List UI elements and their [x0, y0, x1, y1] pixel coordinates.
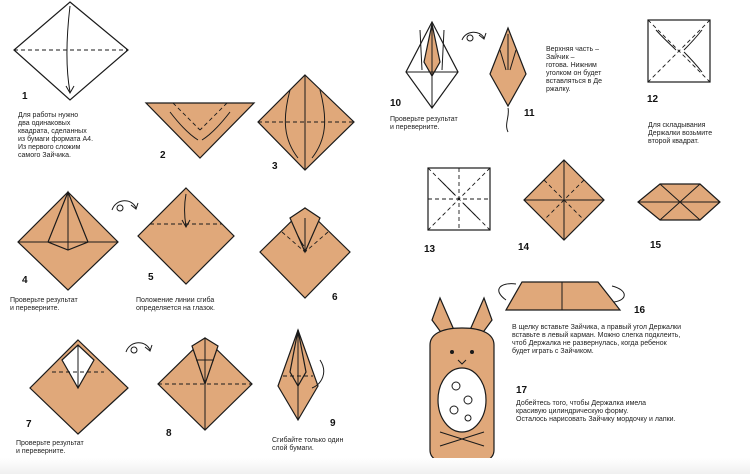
note-step-17: Добейтесь того, чтобы Держалка имела кра…	[516, 400, 676, 423]
step-4-figure	[17, 190, 119, 291]
step-number-5: 5	[148, 272, 154, 283]
step-number-8: 8	[166, 428, 172, 439]
note-step-11: Верхняя часть – Зайчик – готова. Нижним …	[546, 46, 602, 93]
step-number-1: 1	[22, 91, 28, 102]
step-number-2: 2	[160, 150, 166, 161]
turn-over-arrow-icon	[461, 31, 487, 42]
step-3-figure	[257, 74, 355, 171]
step-10-figure	[405, 20, 459, 110]
step-number-13: 13	[424, 244, 436, 255]
step-number-10: 10	[390, 98, 402, 109]
step-1-figure	[13, 1, 129, 101]
step-number-16: 16	[634, 305, 646, 316]
step-17-bunny-figure	[429, 296, 495, 465]
step-number-15: 15	[650, 240, 662, 251]
step-number-12: 12	[647, 94, 659, 105]
step-11-figure	[489, 26, 527, 133]
step-6-figure	[259, 207, 351, 299]
step-7-figure	[29, 339, 129, 435]
step-12-figure	[647, 19, 711, 83]
step-number-11: 11	[524, 108, 535, 119]
step-number-9: 9	[330, 418, 336, 429]
step-15-figure	[637, 183, 721, 221]
note-step-10: Проверьте результат и переверните.	[390, 116, 458, 131]
step-9-figure	[277, 328, 325, 422]
step-14-figure	[523, 159, 605, 241]
step-number-3: 3	[272, 161, 278, 172]
note-step-4: Проверьте результат и переверните.	[10, 297, 78, 312]
note-step-12: Для складывания Держалки возьмите второй…	[648, 122, 713, 145]
note-step-16: В щелку вставьте Зайчика, а правый угол …	[512, 324, 682, 355]
note-step-9: Сгибайте только один слой бумаги.	[272, 437, 344, 452]
step-number-17: 17	[516, 385, 528, 396]
step-number-14: 14	[518, 242, 530, 253]
note-step-7: Проверьте результат и переверните.	[16, 440, 84, 455]
step-number-6: 6	[332, 292, 338, 303]
step-number-4: 4	[22, 275, 28, 286]
bottom-edge	[0, 458, 750, 474]
turn-over-arrow-icon	[125, 342, 153, 354]
step-5-figure	[137, 187, 235, 285]
step-2-figure	[144, 102, 256, 159]
step-13-figure	[427, 167, 491, 231]
step-16-figure	[498, 281, 625, 311]
step-8-figure	[157, 337, 253, 431]
step-number-7: 7	[26, 419, 32, 430]
note-step-1: Для работы нужно два одинаковых квадрата…	[18, 112, 94, 159]
turn-over-arrow-icon	[111, 200, 139, 212]
note-step-5: Положение линии сгиба определяется на гл…	[136, 297, 215, 312]
